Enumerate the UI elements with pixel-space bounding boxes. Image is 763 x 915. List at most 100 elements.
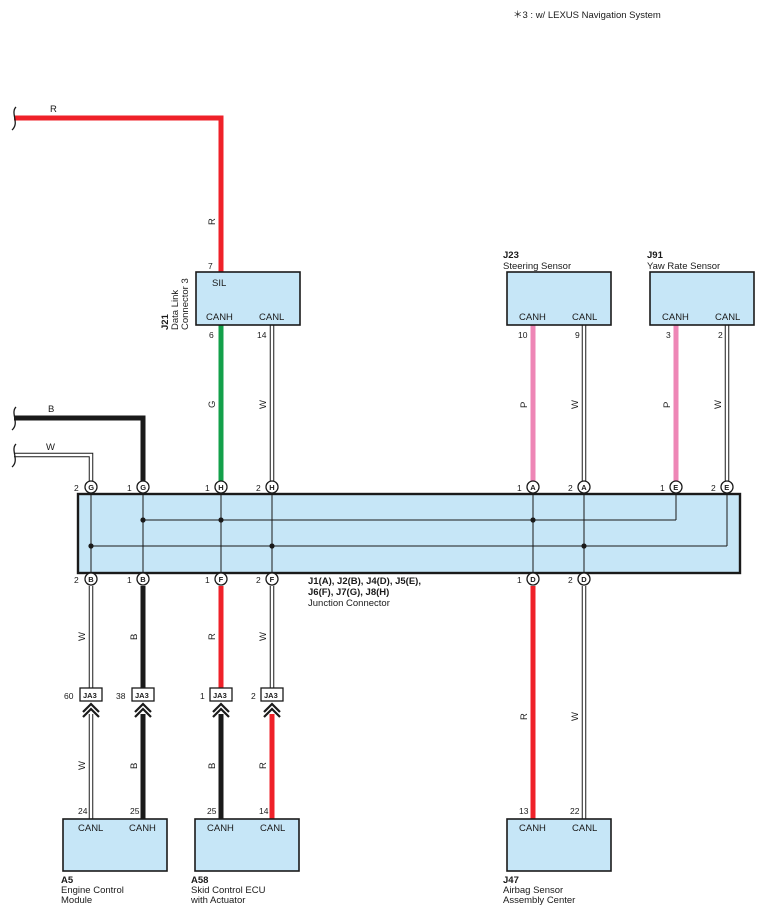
ja3-connector: 60 JA3 <box>64 687 103 718</box>
j47-name-line1: Airbag Sensor <box>503 885 563 896</box>
j91-name: Yaw Rate Sensor <box>647 261 720 272</box>
wire-label: R <box>207 633 218 640</box>
pin-number: 1 <box>517 575 522 585</box>
a5-code: A5 <box>61 875 74 886</box>
j91-canh-label: CANH <box>662 312 689 323</box>
wire-break-marks <box>11 106 17 468</box>
junction-top-pins: 2 G 1 G 1 H 2 H 1 A 2 A 1 E 2 E <box>74 480 734 494</box>
pin-letter: A <box>530 483 536 492</box>
ja3-label: JA3 <box>83 691 97 700</box>
a5-name-line1: Engine Control <box>61 885 124 896</box>
j91-yaw-rate-sensor: J91 Yaw Rate Sensor CANH CANL 3 2 <box>647 250 755 340</box>
wire-label: W <box>713 400 724 409</box>
pin-number: 2 <box>251 691 256 701</box>
pin-number: 10 <box>518 330 528 340</box>
pin-letter: E <box>724 483 729 492</box>
pin-number: 2 <box>74 575 79 585</box>
a58-name-line2: with Actuator <box>190 895 245 906</box>
pin-letter: H <box>269 483 274 492</box>
ja3-connectors: 60 JA3 38 JA3 1 JA3 2 JA3 <box>64 687 284 718</box>
ja3-connector: 2 JA3 <box>251 687 284 718</box>
note-text: ＊3 : w/ LEXUS Navigation System <box>513 10 661 21</box>
junction-codes-line2: J6(F), J7(G), J8(H) <box>308 587 389 598</box>
wire-label: R <box>50 104 57 115</box>
pin-number: 6 <box>209 330 214 340</box>
pin-number: 13 <box>519 806 529 816</box>
junction-bottom-pins: 2 B 1 B 1 F 2 F 1 D 2 D <box>74 572 591 586</box>
a5-canl-label: CANL <box>78 823 103 834</box>
wire-red-top <box>14 115 224 272</box>
a5-name-line2: Module <box>61 895 92 906</box>
wire-label: P <box>519 402 530 408</box>
a58-name-line1: Skid Control ECU <box>191 885 266 896</box>
j23-code: J23 <box>503 250 519 261</box>
wire-label: B <box>129 634 140 640</box>
wire-label: W <box>46 442 55 453</box>
j23-steering-sensor: J23 Steering Sensor CANH CANL 10 9 <box>503 250 612 340</box>
a58-box <box>194 818 300 872</box>
ja3-label: JA3 <box>213 691 227 700</box>
ja3-label: JA3 <box>135 691 149 700</box>
pin-number: 3 <box>666 330 671 340</box>
junction-box <box>76 492 742 575</box>
pin-number: 1 <box>205 483 210 493</box>
pin-number: 60 <box>64 691 74 701</box>
wires <box>14 115 730 819</box>
j91-code: J91 <box>647 250 664 261</box>
pin-number: 1 <box>205 575 210 585</box>
pin-letter: A <box>581 483 587 492</box>
wire-label: R <box>519 713 530 720</box>
a5-canh-label: CANH <box>129 823 156 834</box>
pin-number: 1 <box>127 575 132 585</box>
j47-airbag-sensor: 13 22 CANH CANL J47 Airbag Sensor Assemb… <box>503 806 612 906</box>
j21-name-line1: Data Link <box>170 290 181 330</box>
a58-canh-label: CANH <box>207 823 234 834</box>
junction-connector: 2 G 1 G 1 H 2 H 1 A 2 A 1 E 2 E <box>74 480 742 609</box>
ja3-connector: 1 JA3 <box>200 687 233 718</box>
wire-label: W <box>570 400 581 409</box>
j23-box <box>506 271 612 326</box>
pin-number: 25 <box>207 806 217 816</box>
wire-label: W <box>77 632 88 641</box>
pin-number: 22 <box>570 806 580 816</box>
wire-label: B <box>129 763 140 769</box>
pin-letter: E <box>673 483 678 492</box>
pin-number: 2 <box>256 575 261 585</box>
pin-letter: F <box>219 575 224 584</box>
pin-letter: H <box>218 483 223 492</box>
pin-number: 7 <box>208 261 213 271</box>
pin-number: 14 <box>257 330 267 340</box>
pin-letter: D <box>581 575 587 584</box>
pin-letter: B <box>140 575 146 584</box>
j21-connector: 7 SIL CANH CANL 6 14 J21 Data Link Conne… <box>160 261 301 340</box>
pin-number: 25 <box>130 806 140 816</box>
j47-name-line2: Assembly Center <box>503 895 575 906</box>
j91-box <box>649 271 755 326</box>
wire-label: W <box>258 632 269 641</box>
a5-engine-control-module: 24 25 CANL CANH A5 Engine Control Module <box>61 806 168 906</box>
j21-canl-label: CANL <box>259 312 284 323</box>
wire-label: P <box>662 402 673 408</box>
wire-black-top <box>14 415 146 482</box>
j47-canh-label: CANH <box>519 823 546 834</box>
pin-number: 2 <box>711 483 716 493</box>
pin-number: 38 <box>116 691 126 701</box>
pin-letter: F <box>270 575 275 584</box>
wire-label: W <box>77 761 88 770</box>
a58-canl-label: CANL <box>260 823 285 834</box>
j21-canh-label: CANH <box>206 312 233 323</box>
j21-box <box>195 271 301 326</box>
junction-codes-line1: J1(A), J2(B), J4(D), J5(E), <box>308 576 421 587</box>
wire-label: B <box>48 404 54 415</box>
junction-name: Junction Connector <box>308 598 390 609</box>
wire-label: R <box>258 762 269 769</box>
a58-code: A58 <box>191 875 208 886</box>
pin-number: 2 <box>568 483 573 493</box>
wire-label: W <box>258 400 269 409</box>
pin-number: 1 <box>660 483 665 493</box>
a58-skid-control-ecu: 25 14 CANH CANL A58 Skid Control ECU wit… <box>190 806 300 906</box>
wire-white-top <box>14 452 94 482</box>
pin-number: 9 <box>575 330 580 340</box>
ja3-connector: 38 JA3 <box>116 687 155 718</box>
